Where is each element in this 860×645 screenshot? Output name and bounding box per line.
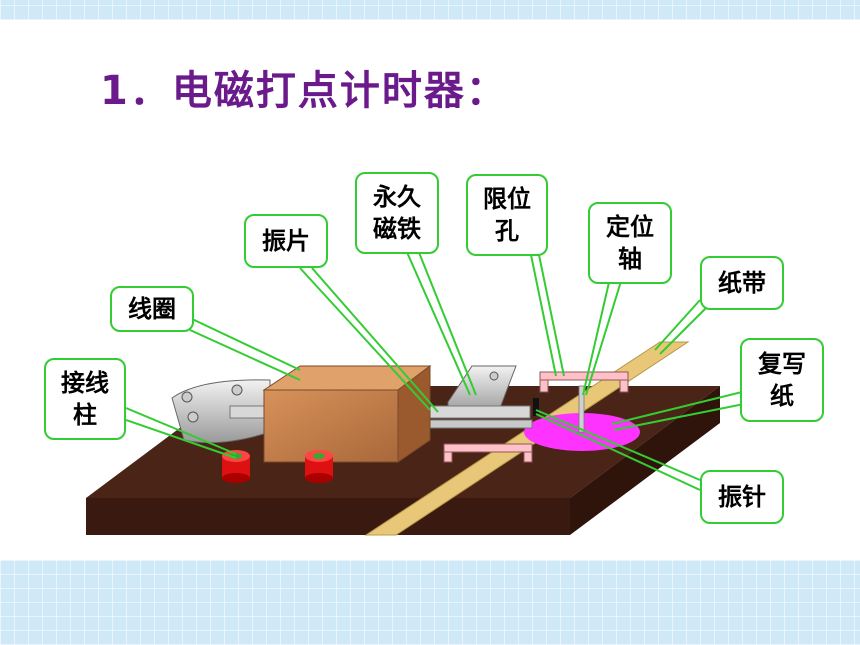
callout-positioning-axis: 定位 轴 [588, 202, 672, 284]
binding-post-right [305, 450, 333, 483]
positioning-axis [578, 385, 585, 433]
binding-post-clamp [171, 379, 271, 444]
top-decor-band [0, 0, 860, 20]
bottom-decor-band [0, 560, 860, 645]
callout-vibrating-reed: 振片 [244, 214, 328, 268]
callout-coil: 线圈 [110, 286, 194, 332]
page-title: 1．电磁打点计时器： [100, 68, 508, 114]
callout-paper-tape: 纸带 [700, 256, 784, 310]
limit-hole-brackets [443, 371, 629, 463]
binding-post-left [222, 450, 250, 483]
callout-vibrating-needle: 振针 [700, 470, 784, 524]
callout-permanent-magnet: 永久 磁铁 [355, 172, 439, 254]
callout-binding-post: 接线 柱 [44, 358, 126, 440]
leader-lines [125, 249, 745, 491]
callout-limit-hole: 限位 孔 [466, 174, 548, 256]
coil [262, 365, 432, 463]
callout-carbon-paper: 复写 纸 [740, 338, 824, 422]
vibrating-needle [533, 398, 539, 416]
paper-tape [364, 341, 690, 536]
